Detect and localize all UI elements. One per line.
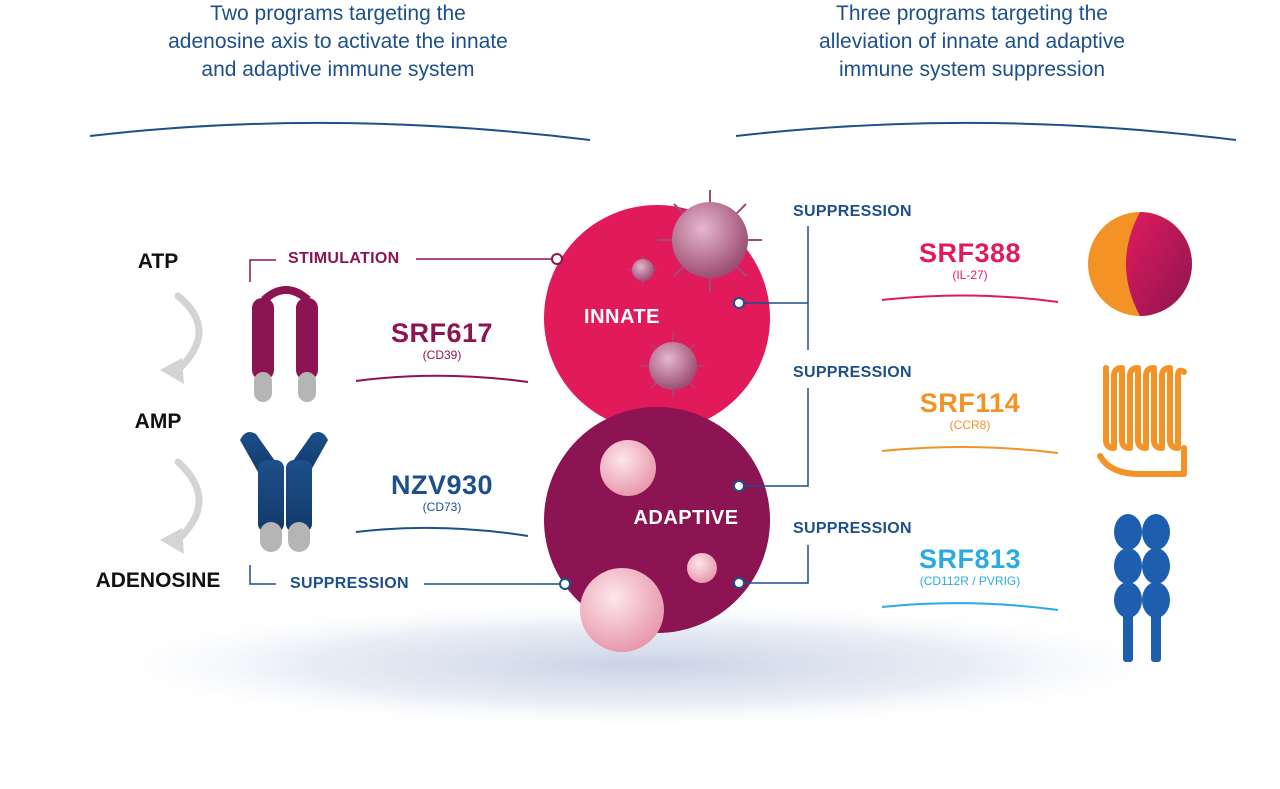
right-connectors (744, 226, 809, 584)
innate-label: INNATE (584, 306, 660, 328)
right-heading-line: Three programs targeting the (836, 2, 1108, 25)
left-heading-line: Two programs targeting the (210, 2, 466, 25)
drug-name: NZV930 (390, 470, 494, 500)
drug-target: (CD112R / PVRIG) (919, 574, 1021, 588)
stimulation-label: STIMULATION (288, 250, 400, 267)
pvrig-receptor-icon (1114, 514, 1170, 662)
suppression-label: SUPPRESSION (793, 520, 912, 537)
drug-srf388: SRF388 (IL-27) (850, 238, 1090, 282)
suppression-label: SUPPRESSION (793, 364, 912, 381)
drug-name: SRF813 (918, 544, 1022, 574)
adaptive-label: ADAPTIVE (633, 507, 739, 529)
pathway-adenosine: ADENOSINE (95, 569, 221, 592)
nzv930-underline (355, 526, 529, 537)
srf114-underline (881, 445, 1059, 454)
adaptive-cell-icon (687, 553, 717, 583)
right-heading-line: alleviation of innate and adaptive (819, 30, 1125, 53)
pathway-amp: AMP (134, 410, 182, 433)
ccr8-receptor-icon (1097, 365, 1187, 477)
connector-dot (551, 253, 563, 265)
il27-sphere-icon (1088, 212, 1192, 316)
drug-nzv930: NZV930 (CD73) (322, 470, 562, 514)
curved-arrow-icon (174, 292, 203, 544)
connector-dot (733, 480, 745, 492)
cd73-antibody-icon (240, 432, 328, 552)
cd39-antibody-icon (252, 286, 318, 402)
drug-target: (CD73) (422, 500, 462, 514)
innate-cell-icon (658, 190, 762, 292)
pathway-atp: ATP (137, 250, 179, 273)
adaptive-cell-icon (600, 440, 656, 496)
left-heading-line: and adaptive immune system (201, 58, 475, 81)
right-heading: Three programs targeting the alleviation… (762, 0, 1182, 84)
drug-name: SRF617 (390, 318, 494, 348)
connector-dot (733, 577, 745, 589)
suppression-label: SUPPRESSION (793, 203, 912, 220)
stimulation-connector (249, 259, 276, 282)
connector-dot (559, 578, 571, 590)
srf813-underline (881, 602, 1059, 611)
drug-name: SRF114 (919, 388, 1021, 418)
drug-target: (CCR8) (949, 418, 991, 432)
left-heading-arc (89, 121, 591, 141)
srf388-underline (881, 294, 1059, 303)
suppression-connector (249, 565, 276, 585)
innate-cell-icon (629, 256, 657, 284)
innate-cell-icon (641, 334, 705, 398)
left-heading-line: adenosine axis to activate the innate (168, 30, 508, 53)
arrowhead-icon (160, 358, 184, 384)
adaptive-cell-icon (580, 568, 664, 652)
drug-srf813: SRF813 (CD112R / PVRIG) (850, 544, 1090, 588)
arrowhead-icon (160, 528, 184, 554)
drug-srf617: SRF617 (CD39) (322, 318, 562, 362)
srf617-underline (355, 374, 529, 383)
drug-srf114: SRF114 (CCR8) (850, 388, 1090, 432)
right-heading-arc (735, 121, 1237, 141)
suppression-label: SUPPRESSION (290, 575, 409, 592)
right-heading-line: immune system suppression (838, 58, 1106, 81)
floor-shadow (80, 600, 1200, 730)
left-heading: Two programs targeting the adenosine axi… (128, 0, 548, 84)
drug-target: (IL-27) (952, 268, 988, 282)
drug-target: (CD39) (422, 348, 462, 362)
connector-dot (733, 297, 745, 309)
drug-name: SRF388 (918, 238, 1022, 268)
